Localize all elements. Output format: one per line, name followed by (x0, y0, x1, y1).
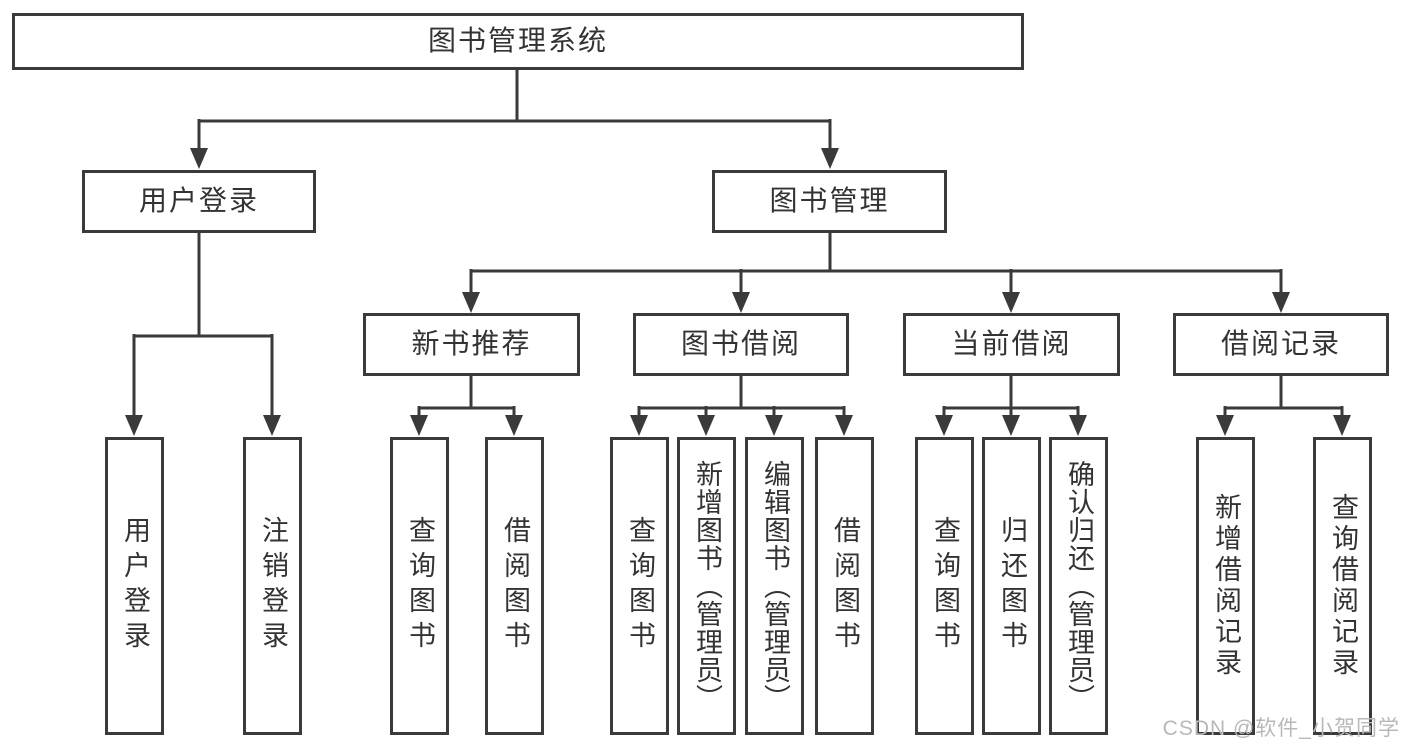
leaf-query-books: 查询图书 (915, 437, 974, 735)
leaf-borrow-books: 借阅图书 (485, 437, 544, 735)
node-current-borrow: 当前借阅 (903, 313, 1120, 376)
csdn-watermark: CSDN @软件_小贺同学 (1162, 717, 1400, 740)
node-label: 新增图书（管理员） (692, 460, 723, 712)
node-library-management-system: 图书管理系统 (12, 13, 1024, 70)
leaf-borrow-books: 借阅图书 (815, 437, 874, 735)
node-label: 当前借阅 (951, 328, 1072, 360)
node-book-borrow: 图书借阅 (633, 313, 849, 376)
leaf-confirm-return-admin: 确认归还（管理员） (1049, 437, 1108, 735)
node-label: 借阅图书 (830, 516, 861, 656)
node-label: 归还图书 (997, 516, 1028, 656)
leaf-return-books: 归还图书 (982, 437, 1041, 735)
node-label: 用户登录 (120, 516, 151, 656)
leaf-add-borrow-record: 新增借阅记录 (1196, 437, 1255, 735)
node-user-login: 用户登录 (82, 170, 316, 233)
node-new-book-recommend: 新书推荐 (363, 313, 580, 376)
node-label: 新增借阅记录 (1211, 493, 1242, 679)
leaf-logout: 注销登录 (243, 437, 302, 735)
node-label: 图书管理系统 (427, 25, 608, 57)
leaf-user-login: 用户登录 (105, 437, 164, 735)
node-label: 确认归还（管理员） (1064, 460, 1095, 712)
node-label: 查询图书 (625, 516, 656, 656)
node-book-management: 图书管理 (712, 170, 947, 233)
leaf-query-books: 查询图书 (390, 437, 449, 735)
node-label: 借阅记录 (1220, 328, 1341, 360)
leaf-query-borrow-record: 查询借阅记录 (1313, 437, 1372, 735)
leaf-edit-books-admin: 编辑图书（管理员） (745, 437, 804, 735)
leaf-add-books-admin: 新增图书（管理员） (677, 437, 736, 735)
node-borrow-records: 借阅记录 (1173, 313, 1389, 376)
node-label: 借阅图书 (500, 516, 531, 656)
node-label: 注销登录 (258, 516, 289, 656)
node-label: 编辑图书（管理员） (760, 460, 791, 712)
leaf-query-books: 查询图书 (610, 437, 669, 735)
node-label: 查询图书 (405, 516, 436, 656)
node-label: 新书推荐 (411, 328, 532, 360)
node-label: 查询借阅记录 (1328, 493, 1359, 679)
node-label: 图书借阅 (680, 328, 801, 360)
node-label: 查询图书 (930, 516, 961, 656)
node-label: 用户登录 (138, 185, 259, 217)
node-label: 图书管理 (769, 185, 890, 217)
